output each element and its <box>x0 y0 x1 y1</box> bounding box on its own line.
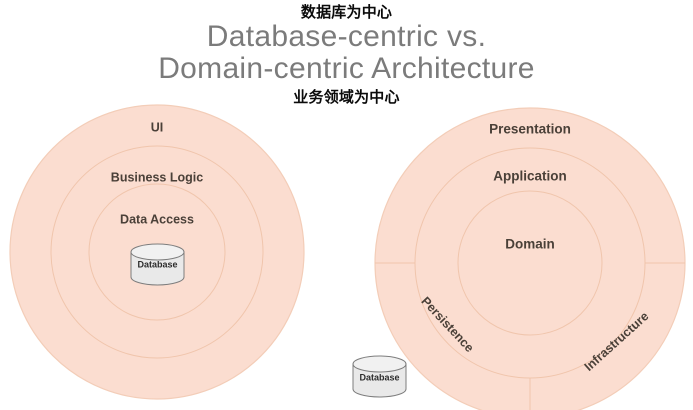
cylinder-body <box>130 251 185 286</box>
ring-label-ui: UI <box>151 120 164 134</box>
cylinder-body <box>352 363 407 398</box>
ring-presentation <box>374 107 686 410</box>
ring-label-application: Application <box>493 169 567 184</box>
cylinder-top <box>352 355 407 373</box>
domain-centric-diagram: Presentation Application Domain Persiste… <box>374 107 686 410</box>
ring-label-domain: Domain <box>505 237 555 252</box>
cylinder-label: Database <box>359 372 399 382</box>
annotation-database-centric: 数据库为中心 <box>300 4 393 21</box>
database-cylinder-left: Database <box>130 243 185 286</box>
ring-label-data-access: Data Access <box>120 212 194 226</box>
ring-business-logic <box>50 145 264 359</box>
ring-label-business-logic: Business Logic <box>111 170 203 184</box>
page-title-line-1: Database-centric vs. <box>206 20 487 53</box>
ring-data-access <box>88 183 226 321</box>
annotation-domain-centric: 业务领域为中心 <box>293 89 400 106</box>
database-cylinder-standalone: Database <box>352 355 407 398</box>
ring-label-presentation: Presentation <box>489 122 571 137</box>
cylinder-label: Database <box>137 259 177 269</box>
database-centric-diagram: UI Business Logic Data Access Database <box>9 104 305 400</box>
ring-domain <box>457 190 603 336</box>
page-title-line-2: Domain-centric Architecture <box>158 52 535 85</box>
cylinder-top <box>130 243 185 261</box>
